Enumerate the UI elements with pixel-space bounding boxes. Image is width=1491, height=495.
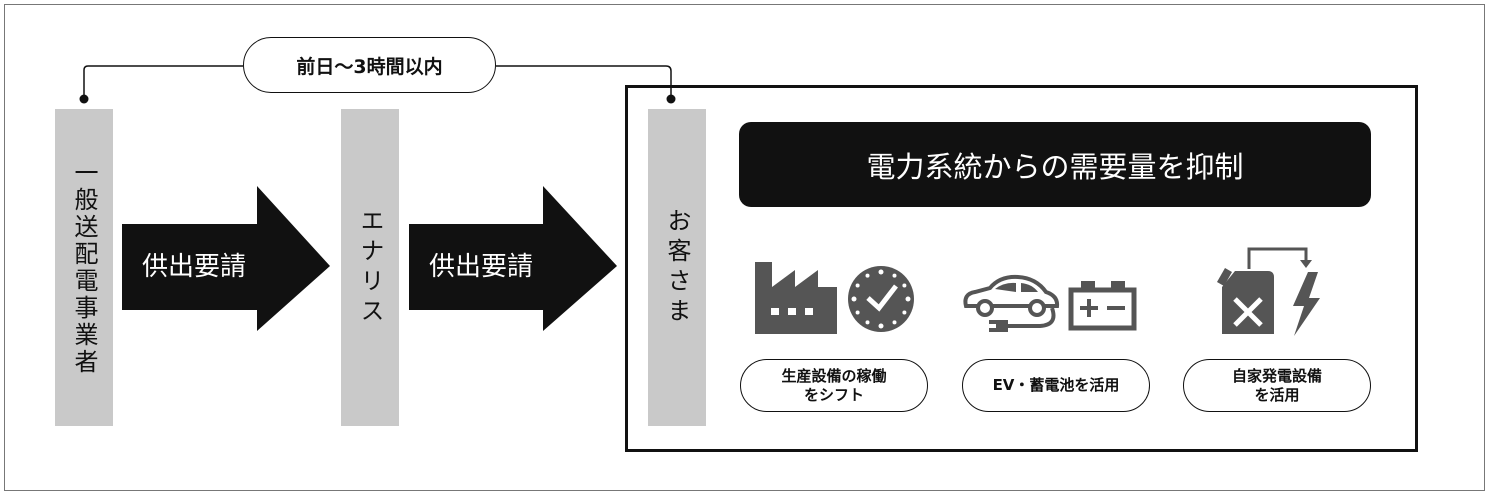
utility-label: 一般送配電事業者 [70, 159, 98, 376]
method-self-generation: 自家発電設備 を活用 [1183, 359, 1371, 412]
method-ev-battery-line1: EV・蓄電池を活用 [992, 376, 1120, 394]
request-arrow-2-label: 供出要請 [428, 252, 533, 282]
method-production-shift-line1: 生産設備の稼働 [781, 366, 887, 385]
outer-frame [4, 4, 1485, 491]
timeline-label: 前日～3時間以内 [243, 37, 496, 93]
method-production-shift: 生産設備の稼働 をシフト [740, 359, 928, 412]
enaris-box: エナリス [341, 109, 399, 426]
customer-box: お客さま [648, 109, 706, 426]
connector-dot-right [666, 94, 676, 104]
method-production-shift-line2: をシフト [803, 385, 864, 404]
method-self-generation-line1: 自家発電設備 [1231, 366, 1322, 385]
utility-box: 一般送配電事業者 [55, 109, 113, 426]
method-self-generation-line2: を活用 [1254, 385, 1300, 404]
panel-title: 電力系統からの需要量を抑制 [739, 122, 1371, 207]
customer-label: お客さま [663, 207, 691, 328]
enaris-label: エナリス [356, 207, 384, 328]
request-arrow-1-label: 供出要請 [141, 252, 246, 282]
connector-dot-left [79, 94, 89, 104]
method-ev-battery: EV・蓄電池を活用 [962, 359, 1150, 412]
customer-panel [625, 85, 1418, 452]
